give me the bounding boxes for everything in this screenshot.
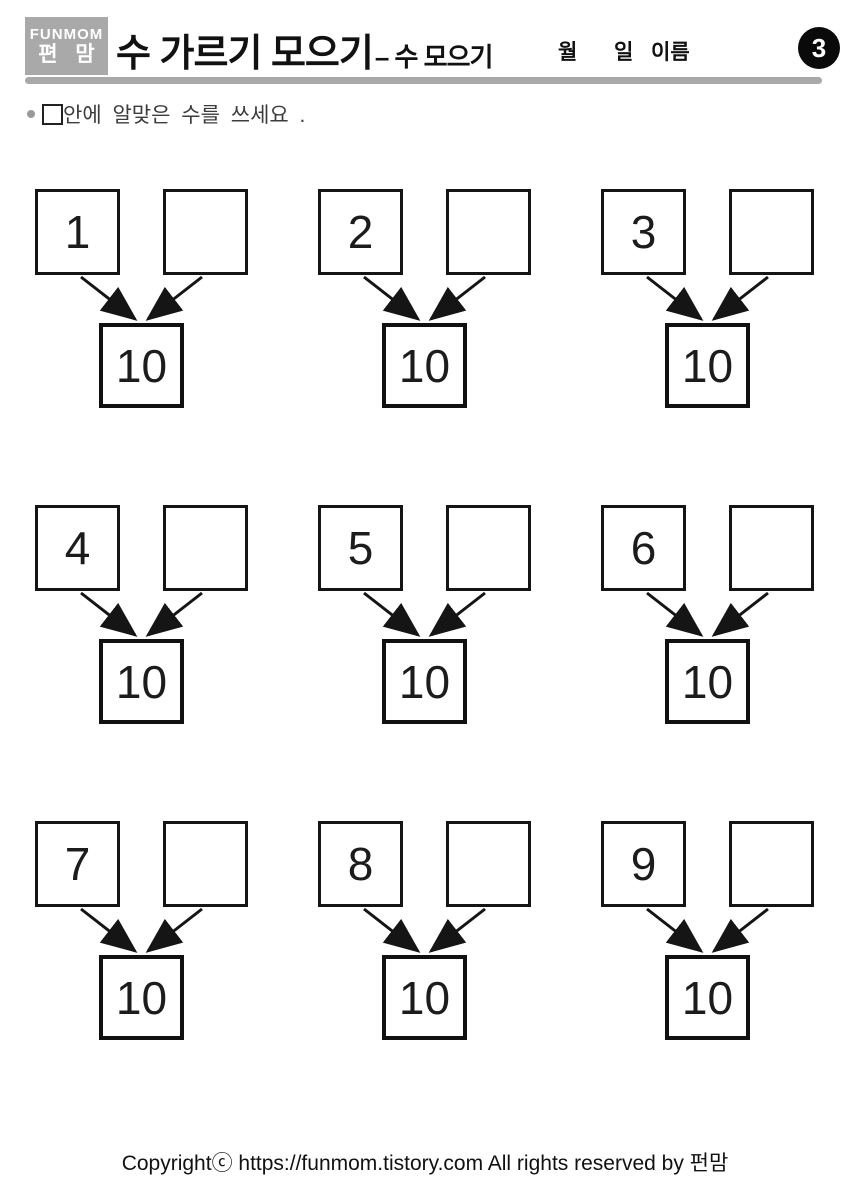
sum-box: 10 [382, 639, 467, 724]
given-number-box: 4 [35, 505, 120, 591]
problem-cell: 1 10 [35, 189, 248, 408]
sum-box: 10 [382, 323, 467, 408]
answer-input-box[interactable] [446, 505, 531, 591]
given-number-box: 2 [318, 189, 403, 275]
instruction-text: 안에 알맞은 수를 쓰세요 . [63, 104, 306, 127]
given-number-box: 9 [601, 821, 686, 907]
answer-input-box[interactable] [163, 821, 248, 907]
given-number-box: 5 [318, 505, 403, 591]
problem-cell: 2 10 [318, 189, 531, 408]
answer-input-box[interactable] [163, 189, 248, 275]
answer-input-box[interactable] [729, 505, 814, 591]
problem-cell: 4 10 [35, 505, 248, 724]
sum-box: 10 [665, 955, 750, 1040]
sum-box: 10 [665, 323, 750, 408]
bullet-icon [27, 110, 35, 118]
page-title: 수 가르기 모으기 [116, 33, 374, 75]
logo-text-kr: 편 맘 [38, 43, 101, 66]
answer-box-icon [42, 103, 63, 125]
answer-input-box[interactable] [729, 821, 814, 907]
given-number-box: 6 [601, 505, 686, 591]
instruction-line: 안에 알맞은 수를 쓰세요 . [27, 99, 305, 129]
problems-grid: 1 10 2 10 3 10 4 10 5 [35, 189, 814, 1040]
header-title-group: 수 가르기 모으기 – 수 모으기 [116, 22, 494, 77]
page-number-badge: 3 [798, 27, 840, 69]
answer-input-box[interactable] [163, 505, 248, 591]
date-day-label: 일 [614, 41, 634, 64]
given-number-box: 1 [35, 189, 120, 275]
student-name-label: 이름 [651, 41, 690, 64]
sum-box: 10 [665, 639, 750, 724]
answer-input-box[interactable] [446, 189, 531, 275]
logo-text-en: FUNMOM [29, 26, 104, 43]
funmom-logo: FUNMOM 편 맘 [25, 17, 108, 75]
sum-box: 10 [99, 955, 184, 1040]
given-number-box: 8 [318, 821, 403, 907]
problem-cell: 6 10 [601, 505, 814, 724]
answer-input-box[interactable] [446, 821, 531, 907]
header-divider [25, 77, 822, 84]
problem-cell: 3 10 [601, 189, 814, 408]
sum-box: 10 [99, 323, 184, 408]
date-month-label: 월 [558, 41, 578, 64]
problem-cell: 9 10 [601, 821, 814, 1040]
sum-box: 10 [99, 639, 184, 724]
problem-cell: 5 10 [318, 505, 531, 724]
problem-cell: 8 10 [318, 821, 531, 1040]
given-number-box: 3 [601, 189, 686, 275]
page-subtitle: – 수 모으기 [374, 42, 494, 72]
given-number-box: 7 [35, 821, 120, 907]
answer-input-box[interactable] [729, 189, 814, 275]
sum-box: 10 [382, 955, 467, 1040]
copyright-footer[interactable]: Copyrightⓒ https://funmom.tistory.com Al… [121, 1152, 729, 1175]
problem-cell: 7 10 [35, 821, 248, 1040]
